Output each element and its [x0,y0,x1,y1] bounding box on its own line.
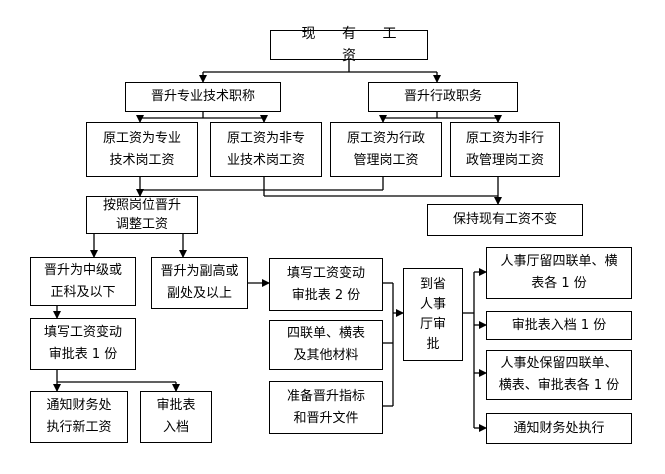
node-promote-professional-title: 晋升专业技术职称 [125,82,281,112]
node-orig-prof-tech-salary: 原工资为专业 技术岗工资 [86,122,198,177]
node-keep-current-salary: 保持现有工资不变 [427,204,583,236]
node-adjust-by-position: 按照岗位晋升 调整工资 [86,196,198,234]
node-current-salary: 现 有 工 资 [270,26,428,64]
node-notify-finance-exec: 通知财务处执行 [486,413,632,444]
node-orig-admin-salary: 原工资为行政 管理岗工资 [330,122,442,177]
node-promote-admin-post: 晋升行政职务 [368,82,518,112]
node-hr-dept-keep: 人事厅留四联单、横 表各 1 份 [486,247,632,299]
node-mid-level: 晋升为中级或 正科及以下 [30,257,136,306]
node-deputy-senior: 晋升为副高或 副处及以上 [151,257,248,309]
node-fill-form-2: 填写工资变动 审批表 2 份 [269,258,383,311]
node-provincial-approval: 到省 人事 厅审 批 [403,268,463,361]
node-orig-nonprof-tech-salary: 原工资为非专 业技术岗工资 [210,122,322,177]
node-prepare-docs: 准备晋升指标 和晋升文件 [269,381,383,434]
node-hr-office-keep: 人事处保留四联单、 横表、审批表各 1 份 [486,350,632,400]
node-form-archived: 审批表 入档 [140,391,212,443]
node-four-copies-materials: 四联单、横表 及其他材料 [269,320,383,370]
node-notify-finance-new-salary: 通知财务处 执行新工资 [30,391,128,443]
node-fill-form-1: 填写工资变动 审批表 1 份 [30,318,136,370]
node-orig-nonadmin-salary: 原工资为非行 政管理岗工资 [450,122,560,177]
node-form-archived-1: 审批表入档 1 份 [486,311,632,340]
